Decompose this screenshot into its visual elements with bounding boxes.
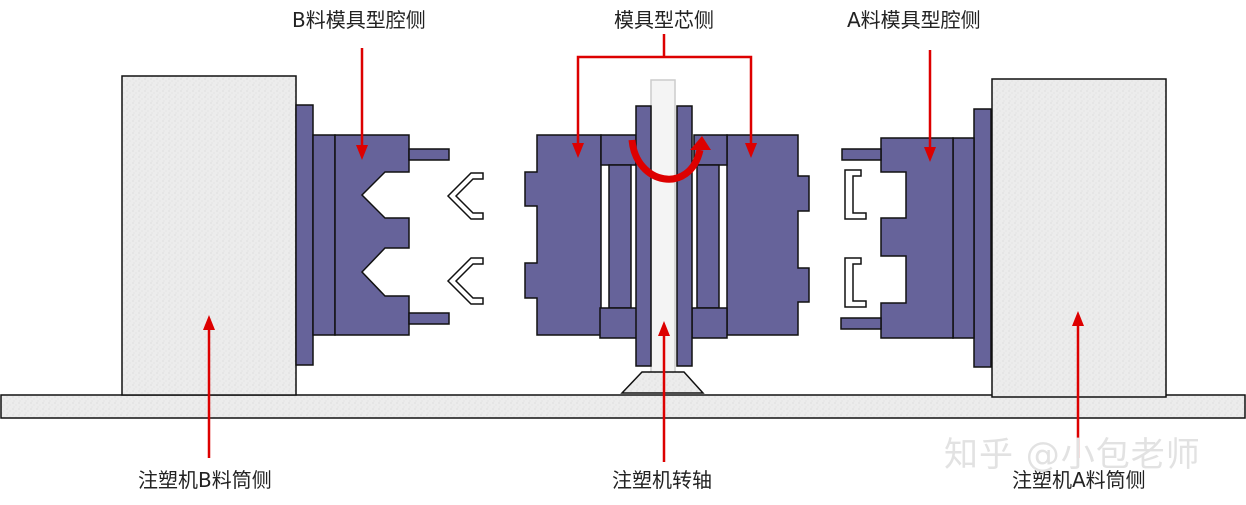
arrowhead-core-left xyxy=(572,143,584,158)
a-part-bottom xyxy=(844,257,867,308)
a-guide-pin-bottom xyxy=(840,317,882,330)
arrowhead-a-barrel xyxy=(1072,311,1084,326)
label-a-barrel-side: 注塑机A料筒侧 xyxy=(1012,468,1146,492)
a-molded-parts xyxy=(844,169,867,308)
label-rotary-axis: 注塑机转轴 xyxy=(612,468,712,492)
core-plate-left xyxy=(524,134,602,336)
b-cavity-mold xyxy=(295,104,450,366)
a-part-top xyxy=(844,169,867,220)
arrow-heads xyxy=(203,143,1084,336)
b-backing-plate xyxy=(312,134,336,336)
b-cavity-plate xyxy=(334,134,410,336)
label-b-cavity-side: B料模具型腔侧 xyxy=(292,8,426,32)
rotation-arrowhead xyxy=(690,136,711,150)
arrowhead-b-cavity xyxy=(356,145,368,160)
b-clamp-plate xyxy=(295,104,314,366)
label-core-side: 模具型芯侧 xyxy=(614,8,714,32)
watermark: 知乎 @小包老师 xyxy=(944,435,1201,475)
indicator-arrows xyxy=(207,34,1080,462)
b-part-top xyxy=(446,172,484,220)
a-cavity-plate xyxy=(880,137,954,339)
rotary-bearing xyxy=(620,371,705,394)
core-guide-right-outer xyxy=(696,164,720,309)
a-clamp-plate xyxy=(973,108,992,368)
b-part-bottom xyxy=(446,257,484,305)
core-plate-right xyxy=(726,134,810,336)
a-guide-pin-top xyxy=(841,148,882,161)
core-bottom-block-left xyxy=(599,307,638,339)
label-b-barrel-side: 注塑机B料筒侧 xyxy=(138,468,272,492)
core-guide-left-outer xyxy=(608,164,632,309)
b-guide-pin-bottom xyxy=(408,312,450,325)
machine-base xyxy=(0,394,1246,419)
core-post-left xyxy=(635,105,652,367)
b-guide-pin-top xyxy=(408,148,450,161)
core-bottom-block-right xyxy=(691,307,728,339)
core-post-right xyxy=(676,105,693,367)
a-backing-plate xyxy=(952,137,975,339)
rotation-arrow xyxy=(628,139,704,183)
arrowhead-b-barrel xyxy=(203,315,215,330)
arrowhead-rotary-axis xyxy=(658,321,670,336)
a-cavity-mold xyxy=(840,108,992,368)
arrowhead-a-cavity xyxy=(924,147,936,162)
arrowhead-core-right xyxy=(745,143,757,158)
b-molded-parts xyxy=(446,172,484,305)
label-a-cavity-side: A料模具型腔侧 xyxy=(847,8,981,32)
